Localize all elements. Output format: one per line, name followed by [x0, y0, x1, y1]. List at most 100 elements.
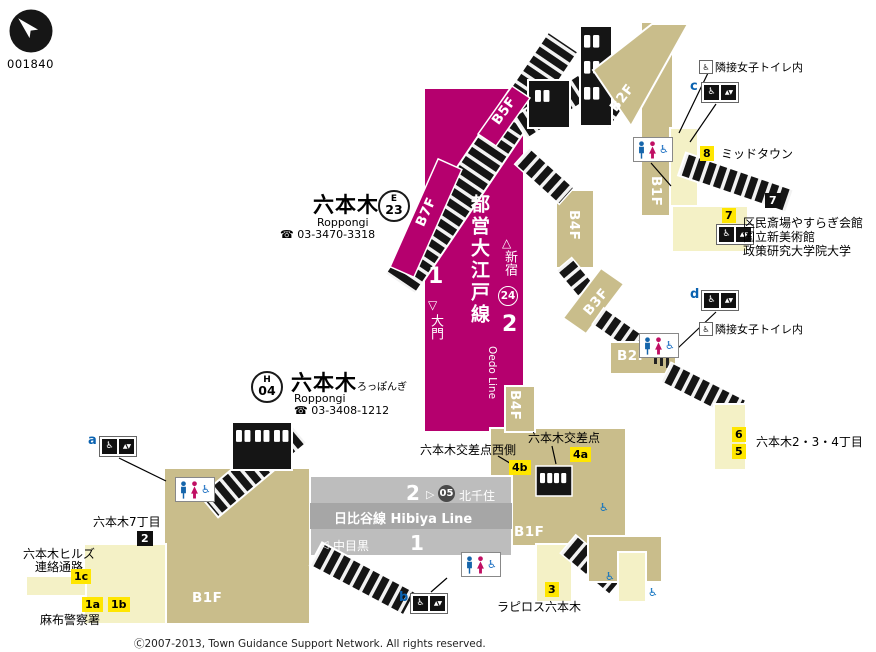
elevator-a-icon: ♿ ▲▼: [99, 436, 137, 457]
elevator-c-label: c: [690, 79, 698, 94]
elevator-b-icon: ♿ ▲▼: [410, 593, 448, 614]
exit-badge-7-upper: 7: [765, 193, 781, 208]
exit-badge-7: 7: [722, 208, 736, 223]
callout-line: [118, 457, 167, 482]
floor-label-b4f-mid: B4F: [566, 210, 582, 241]
callout-line: [689, 103, 717, 143]
hibiya-line-letter: H: [263, 375, 271, 386]
oedo-platform-2: 2: [502, 312, 518, 337]
hibiya-station-number-badge: H 04: [251, 371, 283, 403]
callout-line: [677, 311, 717, 349]
elevator-c-icon: ♿ ▲▼: [701, 82, 739, 103]
wheelchair-icon: ♿: [704, 293, 719, 308]
elevator-arrows-icon: ▲▼: [721, 85, 736, 100]
exit56-label: 六本木2・3・4丁目: [756, 435, 863, 449]
wheelchair-icon: ♿: [702, 324, 710, 334]
exit-badge-1c: 1c: [71, 569, 92, 584]
direction-arrow-up-icon: △: [502, 236, 512, 250]
compass-icon: [9, 9, 53, 53]
elevator-d-label: d: [690, 287, 700, 302]
oedo-station-romaji: Roppongi: [317, 216, 369, 229]
exit-badge-1a: 1a: [82, 597, 104, 612]
oedo-station-number: 23: [385, 202, 403, 218]
elevator-b-label: b: [399, 590, 409, 605]
exit2-label: 六本木7丁目: [93, 515, 161, 529]
stair-ramp: [308, 541, 418, 617]
exit4a-label: 六本木交差点: [528, 431, 601, 445]
hibiya-platform-1: 1: [410, 531, 424, 555]
direction-arrow-down-icon: ▽: [428, 298, 438, 312]
callout-line: [650, 162, 672, 187]
exit-badge-3: 3: [545, 582, 559, 597]
exit-badge-2: 2: [137, 531, 153, 546]
exit-badge-4b: 4b: [509, 460, 531, 475]
woman-icon: [655, 336, 662, 355]
hibiya-station-phone: ☎ 03-3408-1212: [294, 404, 390, 417]
stairs-icon: [666, 352, 669, 368]
floor-label-b4f-lower: B4F: [507, 390, 523, 421]
exit-badge-5: 5: [732, 444, 746, 459]
exit-label-midtown: ミッドタウン: [721, 147, 794, 161]
exit-badge-6: 6: [732, 427, 746, 442]
hibiya-line-name: 日比谷線 Hibiya Line: [334, 512, 473, 527]
oedo-platform-1: 1: [428, 264, 444, 289]
toilet-note-upper: 隣接女子トイレ内: [715, 61, 803, 74]
elevator-a-label: a: [88, 433, 97, 448]
restroom-icon: ♿: [633, 137, 673, 162]
hibiya-direction-kitasenju: 北千住: [459, 489, 496, 503]
wheelchair-icon: ♿: [413, 596, 428, 611]
toilet-note-icon: ♿: [699, 60, 713, 74]
wheelchair-icon: ♿: [201, 483, 211, 496]
b3f-structure: [561, 266, 626, 336]
elevator-arrows-icon: ▲▼: [430, 596, 445, 611]
hibiya-station-name: 六本木: [291, 371, 357, 395]
exit-badge-1b: 1b: [108, 597, 130, 612]
hibiya-adjacent-station-badge: 05: [438, 485, 455, 502]
restroom-icon: ♿: [461, 552, 501, 577]
b5f-oedo-structure: [476, 84, 532, 148]
wheelchair-icon: ♿: [702, 62, 710, 72]
callout-line: [551, 445, 557, 465]
wheelchair-icon: ♿: [599, 501, 609, 514]
elevator-arrows-icon: ▲▼: [736, 227, 751, 242]
woman-icon: [649, 140, 656, 159]
restroom-icon: ♿: [639, 333, 679, 358]
wheelchair-icon: ♿: [665, 339, 675, 352]
toilet-note-icon: ♿: [699, 322, 713, 336]
exit3-label: ラピロス六本木: [497, 600, 582, 614]
stair-ramp: [513, 146, 576, 206]
oedo-direction-shinjuku: 新宿: [502, 250, 517, 276]
floor-label-b1f-west: B1F: [192, 590, 223, 606]
man-icon: [467, 555, 472, 574]
woman-icon: [191, 480, 198, 499]
exit7-destination-2: 国立新美術館: [743, 230, 816, 244]
direction-arrow-left-icon: ◁: [320, 538, 329, 551]
elevator-icon: ♿ ▲▼: [716, 224, 754, 245]
exit4b-label: 六本木交差点西側: [420, 443, 517, 457]
elevator-arrows-icon: ▲▼: [721, 293, 736, 308]
oedo-station-number-badge: E 23: [378, 190, 410, 222]
elevator-d-icon: ♿ ▲▼: [701, 290, 739, 311]
oedo-line-letter: E: [390, 194, 398, 205]
exit7-destination-3: 政策研究大学院大学: [743, 244, 852, 258]
man-icon: [181, 480, 186, 499]
oedo-line-name-ja: 都営大江戸線: [468, 194, 490, 326]
oedo-adjacent-station-badge: 24: [498, 286, 518, 306]
woman-icon: [477, 555, 484, 574]
oedo-station-phone: ☎ 03-3470-3318: [280, 228, 376, 241]
hibiya-station-kana: ろっぽんぎ: [357, 382, 407, 393]
b4f-lower-structure: [504, 385, 536, 433]
wheelchair-icon: ♿: [659, 143, 669, 156]
exit1c-label-1: 六本木ヒルズ: [23, 547, 96, 561]
floor-label-b1f-upper: B1F: [648, 176, 664, 207]
toilet-note-mid: 隣接女子トイレ内: [715, 323, 803, 336]
copyright-text: Ⓒ2007-2013, Town Guidance Support Networ…: [134, 638, 486, 650]
exit1-area: [83, 543, 167, 625]
oedo-station-name: 六本木: [313, 193, 379, 217]
hibiya-station-romaji: Roppongi: [294, 392, 346, 405]
floor-label-b1f-center: B1F: [514, 524, 545, 540]
man-icon: [645, 336, 650, 355]
exit-badge-8: 8: [700, 146, 714, 161]
